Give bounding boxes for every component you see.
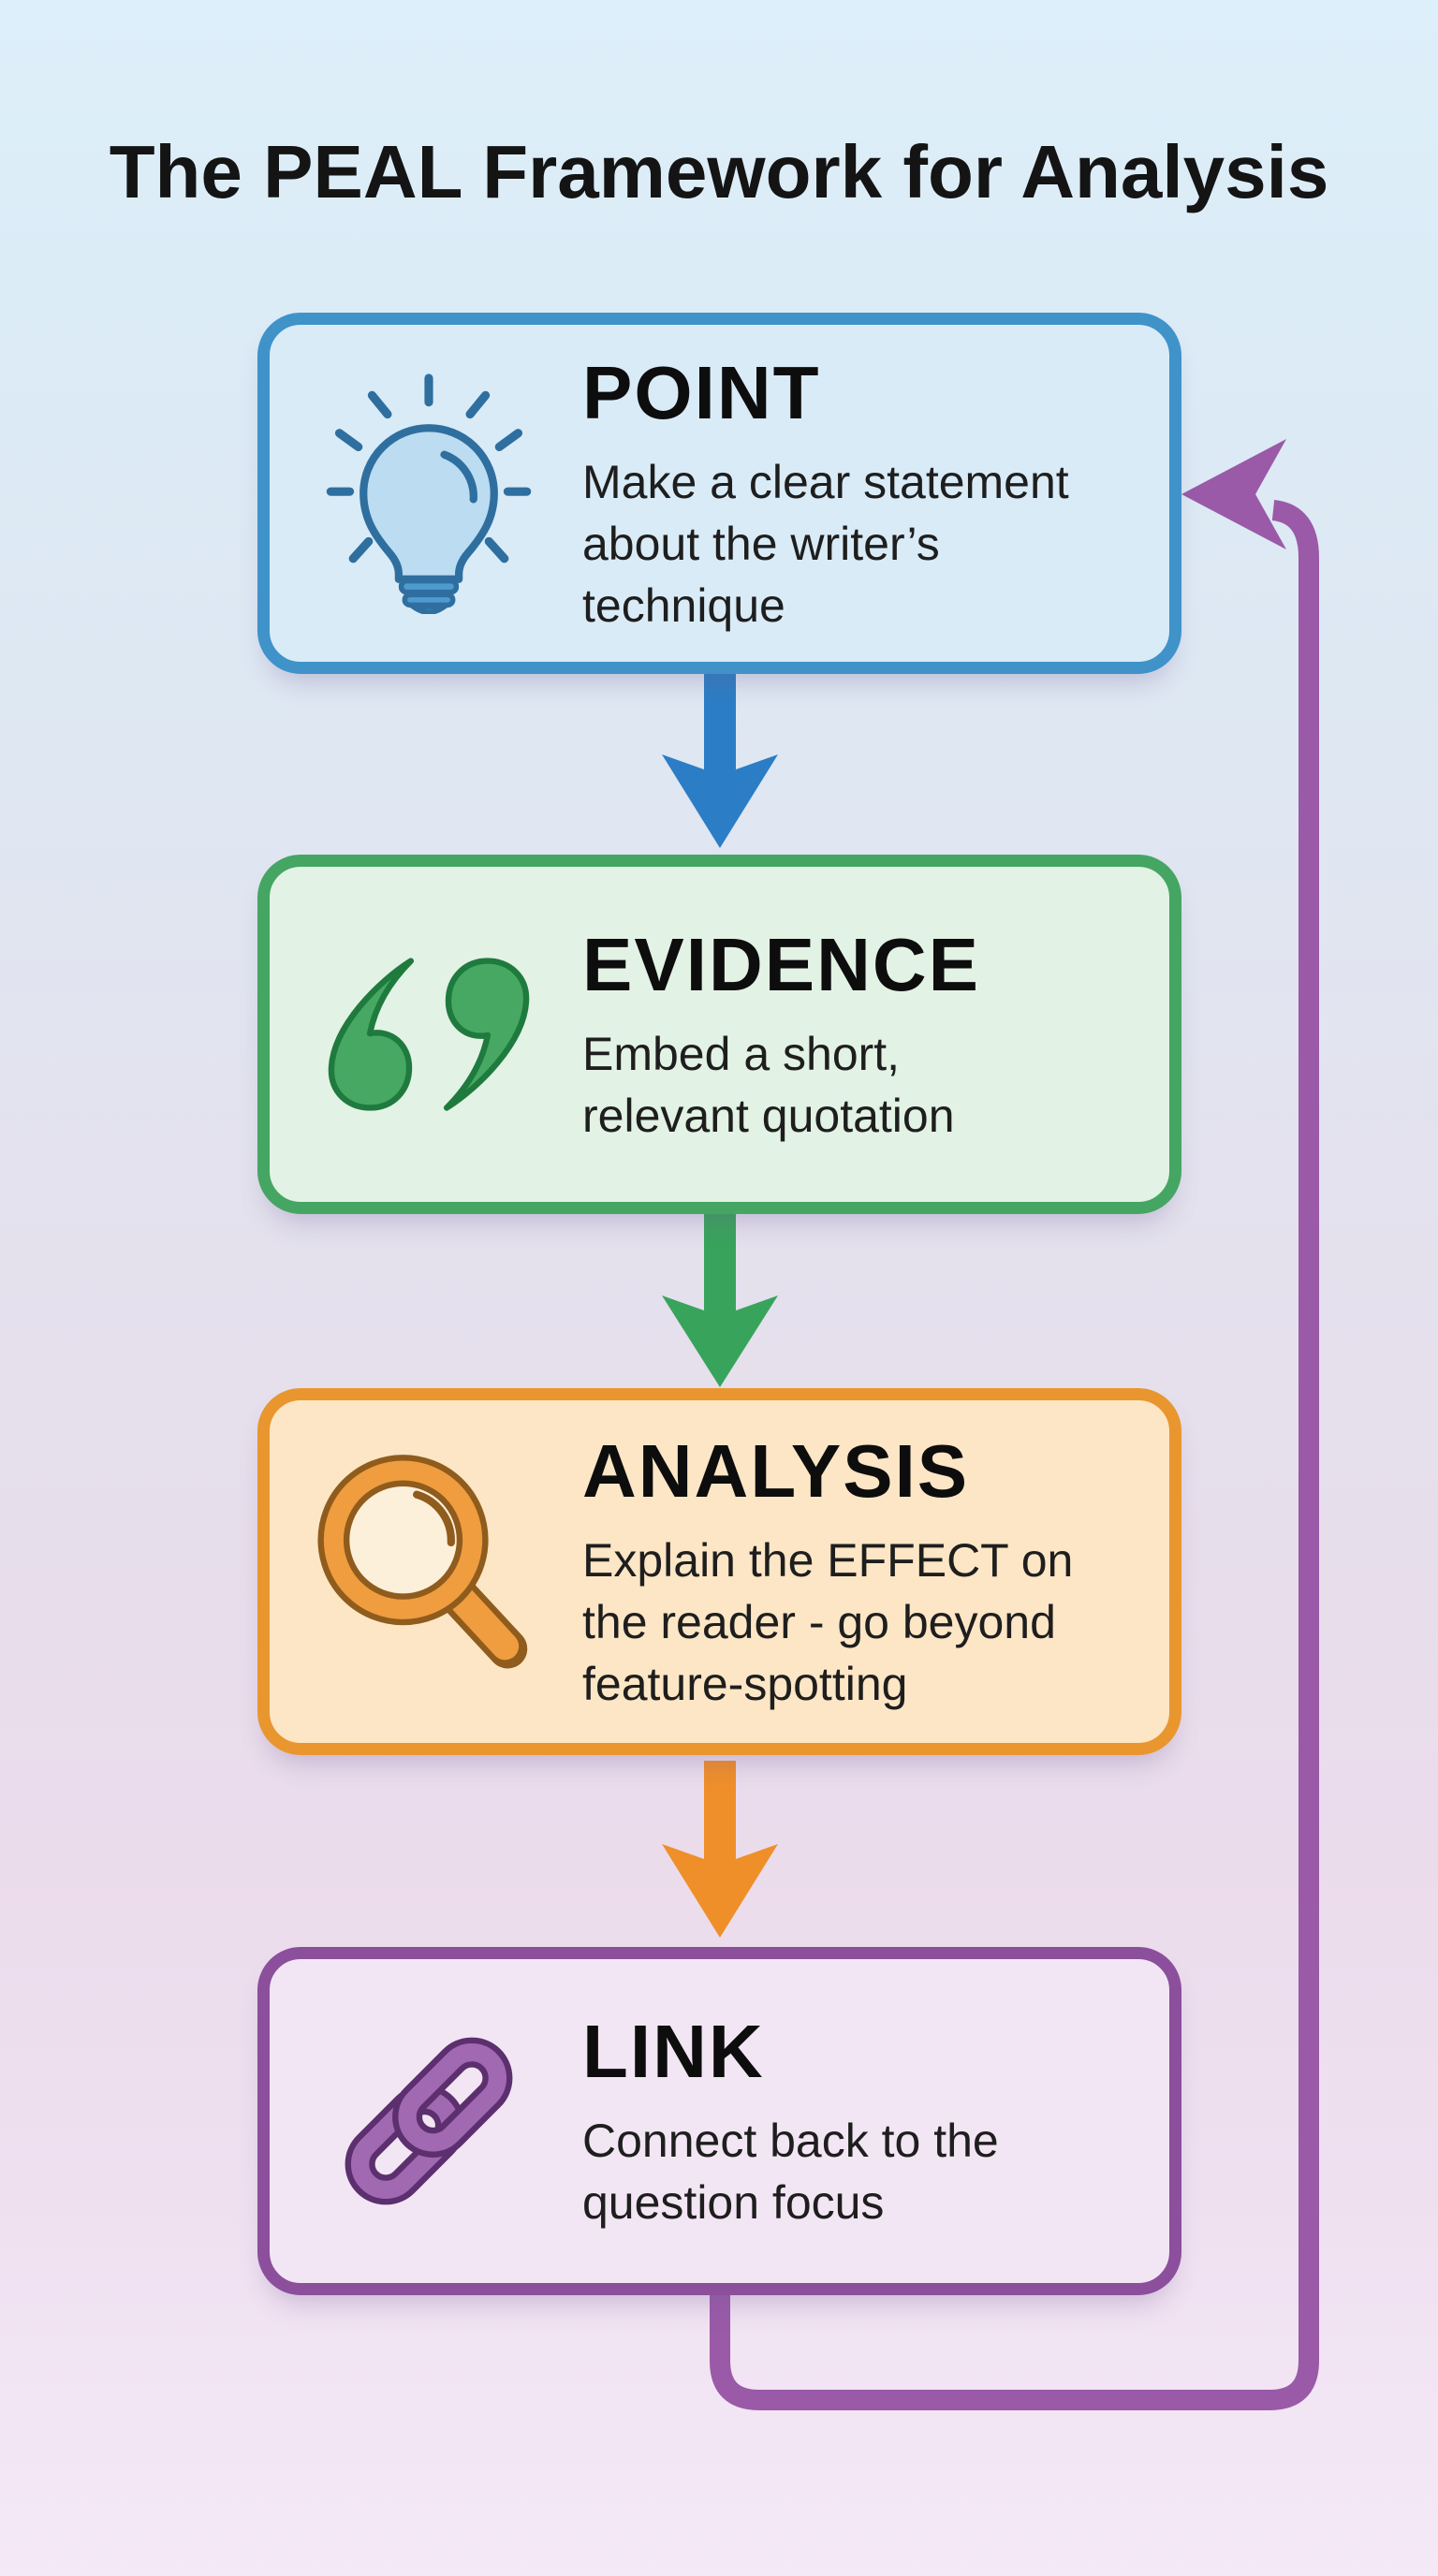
loop-arrowhead: [1181, 439, 1286, 549]
step-desc-analysis: Explain the EFFECT on the reader - go be…: [582, 1534, 1074, 1710]
step-title-evidence: EVIDENCE: [582, 923, 980, 1006]
step-desc-evidence: Embed a short, relevant quotation: [582, 1028, 955, 1142]
lightbulb-icon: [311, 373, 547, 614]
step-desc-point: Make a clear statement about the writer’…: [582, 456, 1069, 632]
step-title-link: LINK: [582, 2010, 765, 2093]
step-desc-link: Connect back to the question focus: [582, 2115, 999, 2229]
arrow-analysis-to-link: [662, 1761, 778, 1938]
chain-link-icon: [311, 2010, 547, 2232]
page-title: The PEAL Framework for Analysis: [109, 130, 1329, 213]
step-box-link: LINK Connect back to the question focus: [257, 1947, 1181, 2295]
step-box-point: POINT Make a clear statement about the w…: [257, 313, 1181, 674]
magnifier-icon: [311, 1450, 547, 1694]
step-box-analysis: ANALYSIS Explain the EFFECT on the reade…: [257, 1388, 1181, 1755]
arrow-evidence-to-analysis: [662, 1214, 778, 1387]
loop-arrow-link-to-point: [710, 439, 1319, 2410]
arrow-point-to-evidence: [662, 670, 778, 848]
quotation-marks-icon: [311, 956, 547, 1114]
step-title-point: POINT: [582, 351, 821, 434]
step-box-evidence: EVIDENCE Embed a short, relevant quotati…: [257, 855, 1181, 1214]
step-title-analysis: ANALYSIS: [582, 1429, 970, 1513]
